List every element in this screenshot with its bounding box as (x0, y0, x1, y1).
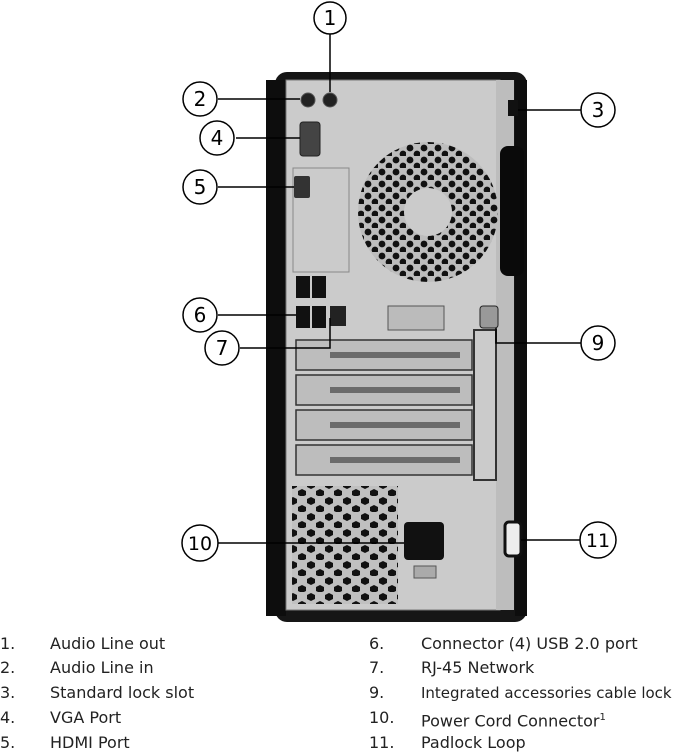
legend-number: 10. (369, 708, 395, 727)
io-shield (292, 167, 350, 273)
usb-ports (296, 276, 326, 328)
callout-5: 5 (182, 169, 218, 205)
callout-1: 1 (313, 1, 347, 35)
fan-hub (404, 188, 452, 236)
legend-label: Audio Line out (50, 634, 166, 653)
legend-label: Audio Line in (50, 658, 154, 677)
svg-text:5: 5 (194, 175, 207, 199)
callout-2: 2 (182, 81, 218, 117)
vga-port (299, 121, 321, 157)
legend-number: 4. (0, 708, 16, 727)
padlock-loop (503, 520, 523, 558)
legend-label: Connector (4) USB 2.0 port (421, 634, 638, 653)
callout-10: 10 (181, 524, 219, 562)
legend-label: VGA Port (50, 708, 122, 727)
hdmi-port (294, 176, 310, 198)
legend-number: 9. (369, 683, 385, 702)
cable-lock-bracket (479, 305, 499, 329)
svg-text:3: 3 (592, 98, 605, 122)
svg-text:11: 11 (586, 530, 610, 552)
svg-text:10: 10 (188, 533, 212, 555)
rj45-port (330, 306, 346, 326)
callout-4: 4 (199, 120, 235, 156)
audio-ports (300, 92, 338, 108)
svg-text:4: 4 (211, 126, 224, 150)
legend-number: 3. (0, 683, 16, 702)
legend-label: Standard lock slot (50, 683, 195, 702)
pc-rear-panel-diagram: 1 2 3 4 5 6 7 9 10 11 (181, 1, 617, 622)
legend-number: 11. (369, 733, 395, 752)
footnote-marker: 1 (599, 712, 606, 723)
legend-number: 7. (369, 658, 385, 677)
legend-number: 5. (0, 733, 16, 752)
svg-text:6: 6 (194, 303, 207, 327)
standard-lock-slot (508, 100, 518, 116)
callout-3: 3 (580, 92, 616, 128)
legend-number: 2. (0, 658, 16, 677)
legend-number: 1. (0, 634, 16, 653)
psu-fan-grille (292, 486, 398, 604)
svg-text:1: 1 (324, 6, 337, 30)
callout-11: 11 (579, 521, 617, 559)
expansion-slots (295, 339, 473, 476)
svg-text:7: 7 (216, 336, 229, 360)
legend-number: 6. (369, 634, 385, 653)
serial-port-cover (387, 305, 445, 331)
legend-label: Power Cord Connector1 (421, 711, 606, 731)
callout-leader-lines (218, 34, 582, 544)
power-cord-connector (404, 522, 444, 560)
legend-label: Padlock Loop (421, 733, 526, 752)
callout-7: 7 (204, 330, 240, 366)
callout-6: 6 (182, 297, 218, 333)
legend-label: RJ-45 Network (421, 658, 535, 677)
callout-9: 9 (580, 325, 616, 361)
legend-label: HDMI Port (50, 733, 130, 752)
svg-text:2: 2 (194, 87, 207, 111)
legend-label: Integrated accessories cable lock (421, 684, 672, 702)
svg-text:9: 9 (592, 331, 605, 355)
